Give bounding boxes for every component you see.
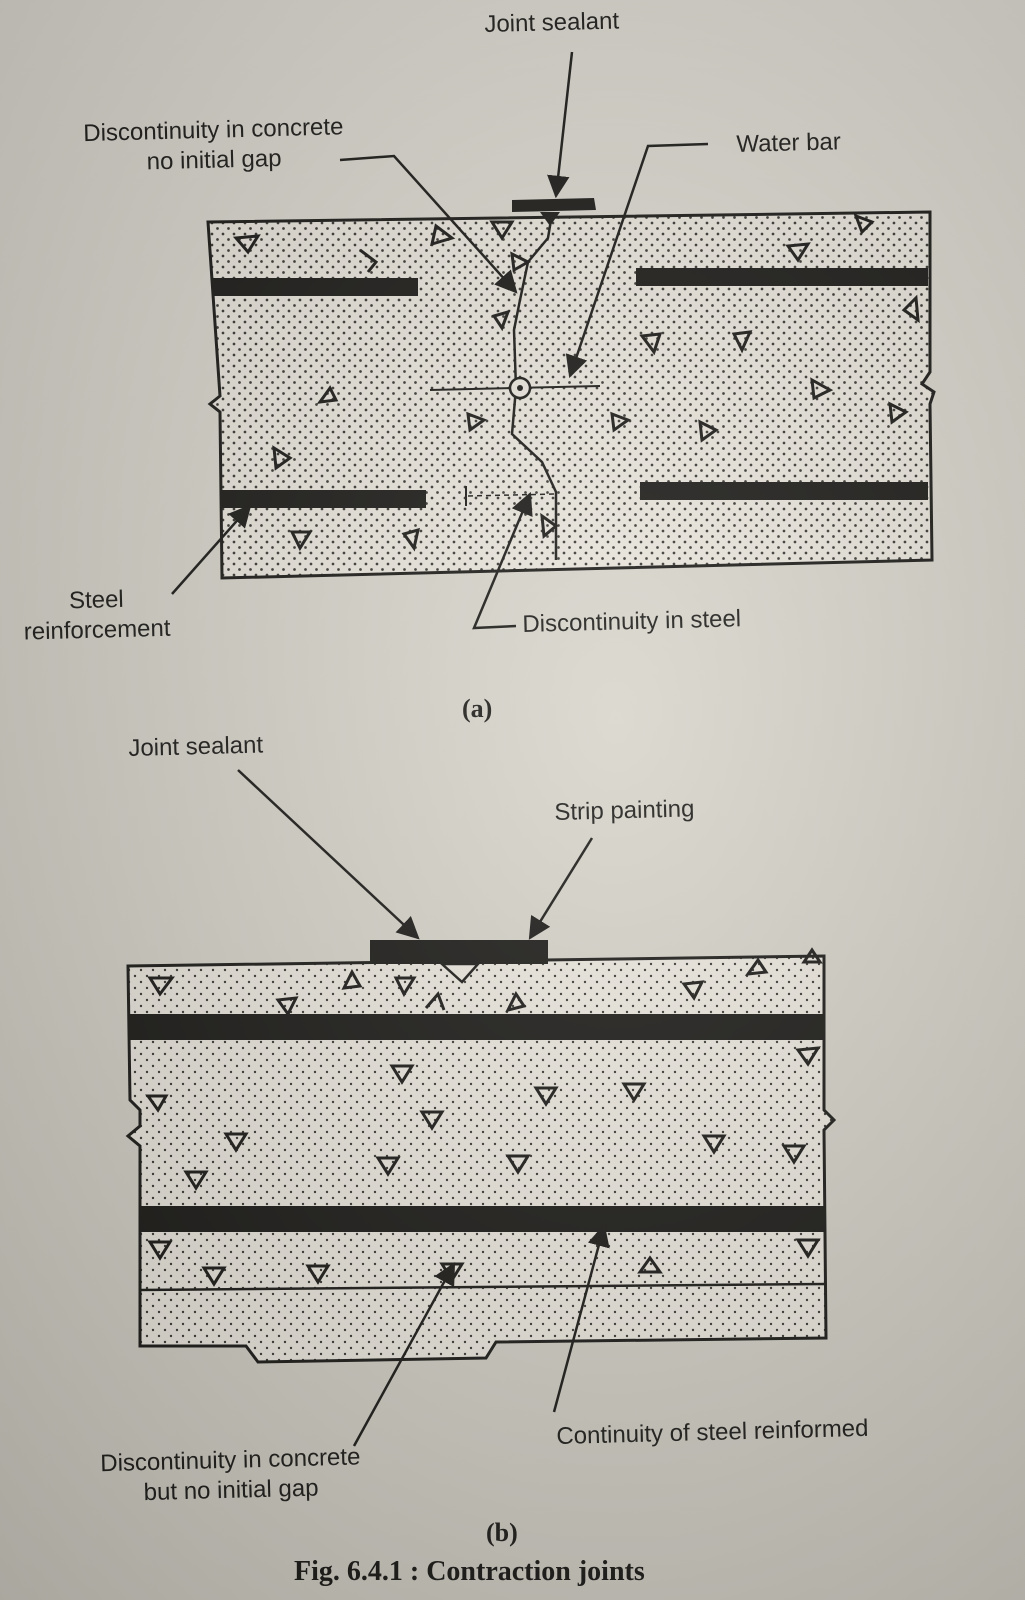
leader-joint-sealant-b [237,769,420,940]
label-joint-sealant-b: Joint sealant [128,731,264,762]
concrete-slab-a [206,210,936,580]
steel-gap-tie [467,493,557,497]
label-steel-reinforcement-a-line1: Steel [68,585,125,615]
diagram-a [171,51,936,630]
label-discontinuity-concrete-b: Discontinuity in concrete but no initial… [70,1442,391,1510]
leader-strip-painting [528,837,594,940]
leader-joint-sealant-a [547,51,574,199]
diagram-b [125,769,837,1447]
leader-discontinuity-steel [472,491,533,630]
figure-caption: Fig. 6.4.1 : Contraction joints [294,1556,645,1587]
leader-continuity-steel [552,1223,610,1413]
label-discontinuity-concrete-a: Discontinuity in concrete no initial gap [48,111,379,180]
concrete-slab-b [125,954,837,1364]
joint-sealant-a [512,198,596,212]
sublabel-a: (a) [462,694,493,723]
steel-bar-a-bottom-left [222,490,426,508]
steel-bar-a-top-right [636,268,928,286]
label-joint-sealant-a: Joint sealant [484,7,620,38]
leaders-a [171,51,709,630]
base-layer-line [139,1282,827,1292]
leaders-b [237,769,610,1447]
sublabel-b: (b) [486,1518,518,1547]
steel-bar-b-bottom [140,1206,826,1232]
leader-discontinuity-concrete-a [339,154,518,294]
steel-bar-a-top-left [212,278,418,296]
joint-crack-line [510,213,558,560]
water-bar [429,376,601,400]
label-water-bar: Water bar [736,128,842,158]
aggregate-marks-a [232,213,920,552]
label-strip-painting: Strip painting [554,795,695,826]
leader-discontinuity-concrete-b [352,1262,456,1447]
steel-bar-b-top [130,1014,824,1040]
label-discontinuity-steel: Discontinuity in steel [522,605,742,638]
steel-bar-a-bottom-right [640,482,928,500]
leader-steel-reinforcement-a [171,504,252,595]
leader-water-bar [565,142,709,379]
label-steel-reinforcement-a-line2: reinforcement [23,614,171,646]
label-steel-reinforcement-a: Steel reinforcement [6,583,188,648]
joint-sealant-strip-b [370,940,548,964]
